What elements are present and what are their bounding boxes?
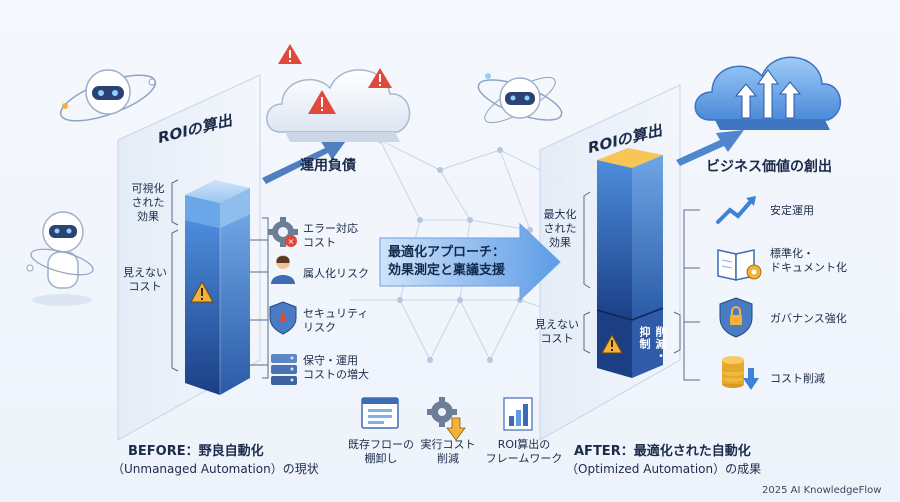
approach-arrow-text: 最適化アプローチ： 効果測定と稟議支援 [388, 244, 505, 280]
growth-cloud-icon [694, 56, 842, 130]
value-label: ビジネス価値の創出 [706, 159, 832, 175]
before-footer-title: BEFORE：野良自動化 [128, 444, 264, 459]
robot-top-left-icon [59, 69, 157, 122]
debt-label: 運用負債 [300, 158, 356, 174]
before-item-label-1: 属人化リスク [303, 267, 369, 280]
after-item-label-2: ガバナンス強化 [770, 312, 847, 325]
coins-down-icon [722, 356, 759, 390]
after-hidden-cost-label: 見えない コスト [535, 318, 579, 345]
before-item-label-0: エラー対応 コスト [303, 222, 358, 249]
debt-arrow [262, 138, 348, 184]
shield-alert-icon [269, 301, 297, 335]
after-footer-title: AFTER：最適化された自動化 [574, 444, 751, 459]
after-item-label-1: 標準化・ ドキュメント化 [770, 247, 847, 274]
gear-down-icon [427, 397, 466, 441]
server-stack-icon [271, 354, 297, 385]
approach-line-2: 効果測定と稟議支援 [388, 263, 506, 278]
before-visible-effect-label: 可視化 された 効果 [131, 182, 165, 223]
gear-error-icon: × [268, 217, 298, 247]
tool-label-1: 実行コスト 削減 [420, 438, 476, 465]
before-item-label-2: セキュリティ リスク [303, 307, 369, 334]
tool-label-0: 既存フローの 棚卸し [348, 438, 414, 465]
after-item-label-0: 安定運用 [770, 204, 814, 217]
trend-up-icon [716, 196, 756, 224]
value-arrow [676, 130, 744, 166]
before-item-label-3: 保守・運用 コストの増大 [303, 354, 369, 381]
copyright: 2025 AI KnowledgeFlow [762, 485, 882, 496]
approach-line-1: 最適化アプローチ： [388, 245, 506, 260]
before-column [185, 180, 250, 395]
window-list-icon [361, 397, 399, 429]
approach-arrow [379, 222, 561, 302]
shield-lock-icon [719, 297, 753, 338]
after-footer-subtitle: （Optimized Automation）の成果 [566, 462, 762, 476]
svg-text:×: × [288, 237, 295, 246]
person-icon [271, 255, 295, 284]
after-reduce-label: 削減・ 抑制 [638, 326, 667, 362]
bar-chart-icon [503, 397, 533, 431]
book-gear-icon [717, 249, 762, 281]
tool-label-2: ROI算出の フレームワーク [485, 438, 563, 465]
after-max-effect-label: 最大化 された 効果 [543, 208, 577, 249]
before-hidden-cost-label: 見えない コスト [123, 266, 167, 293]
after-item-label-3: コスト削減 [770, 372, 825, 385]
robot-left-icon [26, 211, 94, 306]
warning-cloud-icon [266, 44, 411, 142]
before-footer-subtitle: （Unmanaged Automation）の現状 [112, 462, 319, 476]
robot-center-icon [477, 73, 563, 124]
